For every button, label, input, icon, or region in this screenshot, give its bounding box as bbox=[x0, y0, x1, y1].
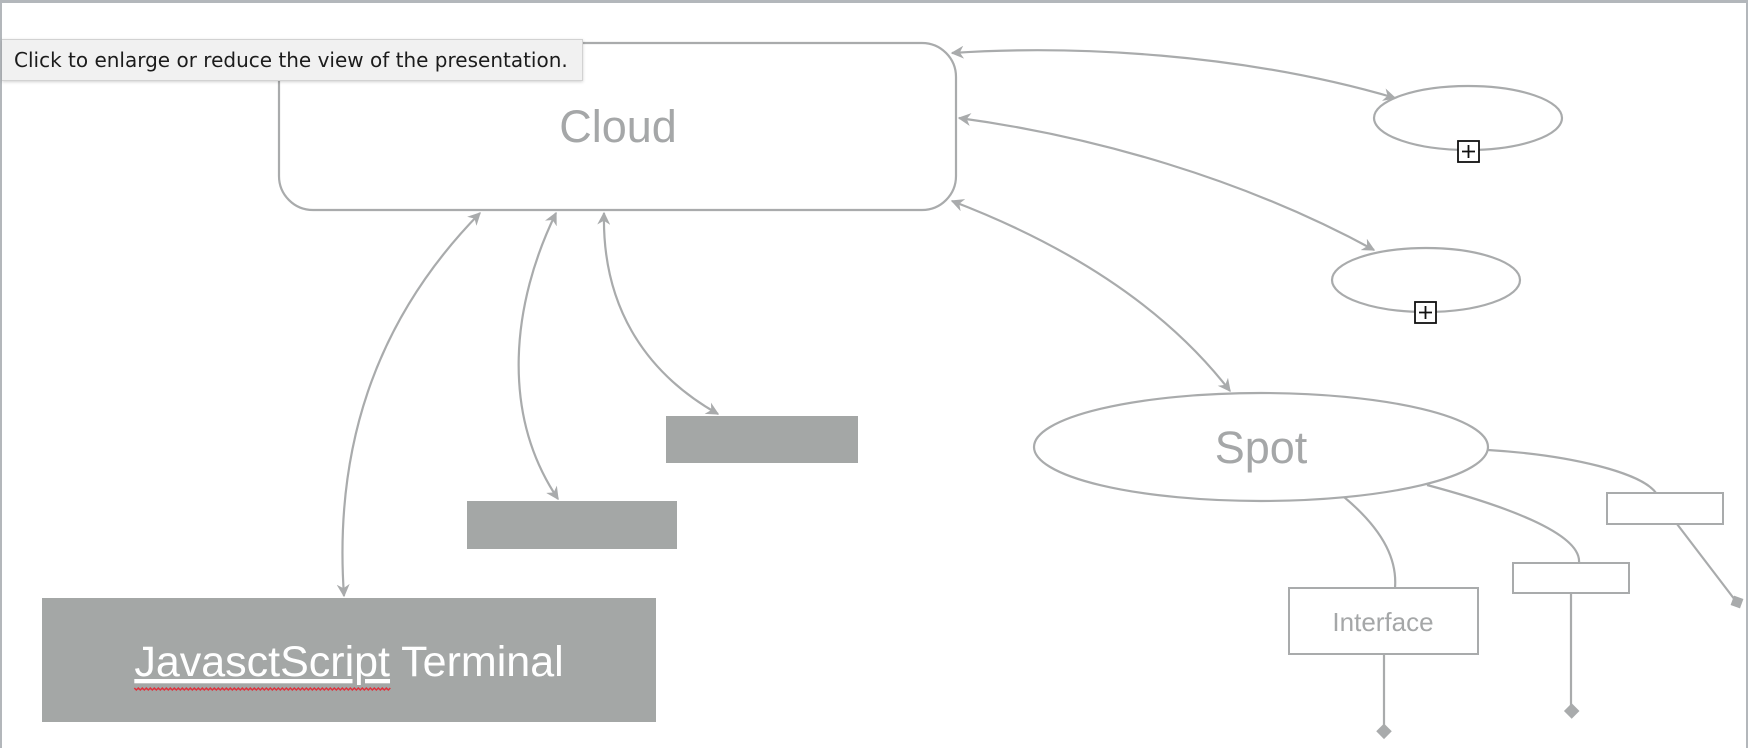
expand-plus-icon[interactable] bbox=[1457, 140, 1480, 163]
branch-spot-interface bbox=[1343, 496, 1397, 589]
connector-cloud-terminal[interactable] bbox=[336, 212, 481, 598]
zoom-tooltip: Click to enlarge or reduce the view of t… bbox=[2, 39, 583, 81]
branch-spot-box-right bbox=[1487, 448, 1657, 494]
spot-node[interactable] bbox=[1032, 391, 1490, 503]
interface-node[interactable] bbox=[1288, 587, 1479, 655]
branch-box-right-end bbox=[1676, 523, 1736, 601]
branch-spot-box-middle bbox=[1426, 483, 1581, 564]
javascript-terminal-node[interactable] bbox=[42, 598, 656, 722]
connector-cloud-ellipse-top[interactable] bbox=[950, 45, 1397, 101]
terminal-label-misspelled-word: JavasctScript bbox=[134, 638, 390, 686]
lower-grey-bar-node[interactable] bbox=[467, 501, 677, 549]
small-box-right[interactable] bbox=[1606, 492, 1724, 525]
connector-cloud-bar-upper[interactable] bbox=[597, 211, 720, 415]
cloud-label: Cloud bbox=[559, 101, 677, 152]
branch-end-handle[interactable] bbox=[1376, 723, 1392, 740]
javascript-terminal-label: JavasctScript Terminal bbox=[134, 638, 563, 686]
connector-cloud-ellipse-mid[interactable] bbox=[957, 113, 1376, 251]
branch-end-handle[interactable] bbox=[1730, 595, 1744, 609]
branch-end-handle[interactable] bbox=[1563, 703, 1580, 719]
connector-cloud-spot[interactable] bbox=[950, 199, 1231, 393]
interface-label: Interface bbox=[1332, 607, 1433, 637]
terminal-label-rest: Terminal bbox=[390, 638, 564, 686]
cloud-node[interactable] bbox=[277, 41, 958, 212]
connector-cloud-bar-lower[interactable] bbox=[517, 211, 559, 501]
spot-label: Spot bbox=[1215, 422, 1308, 473]
expand-plus-icon[interactable] bbox=[1414, 301, 1437, 324]
spellcheck-underline bbox=[133, 686, 391, 692]
mind-map-diagram: Cloud Spot Interface JavasctScript Termi… bbox=[42, 41, 1744, 740]
small-box-middle[interactable] bbox=[1512, 562, 1630, 594]
upper-grey-bar-node[interactable] bbox=[666, 416, 858, 463]
